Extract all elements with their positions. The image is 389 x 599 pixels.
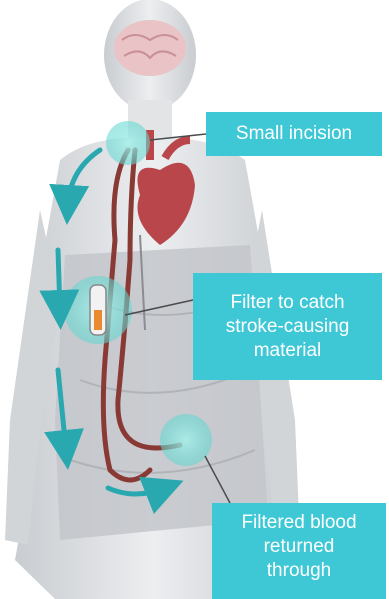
callout-filtered-blood-returned: Filtered blood returned through	[212, 503, 386, 599]
callout-text: through	[267, 559, 331, 583]
return-highlight	[160, 414, 212, 466]
callout-filter: Filter to catch stroke-causing material	[193, 273, 382, 380]
callout-text: Filtered blood	[241, 511, 356, 535]
callout-text: Small incision	[236, 122, 352, 146]
filter-device-icon	[90, 285, 106, 335]
callout-text: material	[254, 339, 322, 363]
incision-highlight	[106, 121, 150, 165]
callout-text: stroke-causing	[226, 315, 350, 339]
callout-text: Filter to catch	[230, 291, 344, 315]
callout-text: returned	[264, 535, 335, 559]
callout-small-incision: Small incision	[206, 112, 382, 156]
brain-icon	[114, 20, 186, 76]
